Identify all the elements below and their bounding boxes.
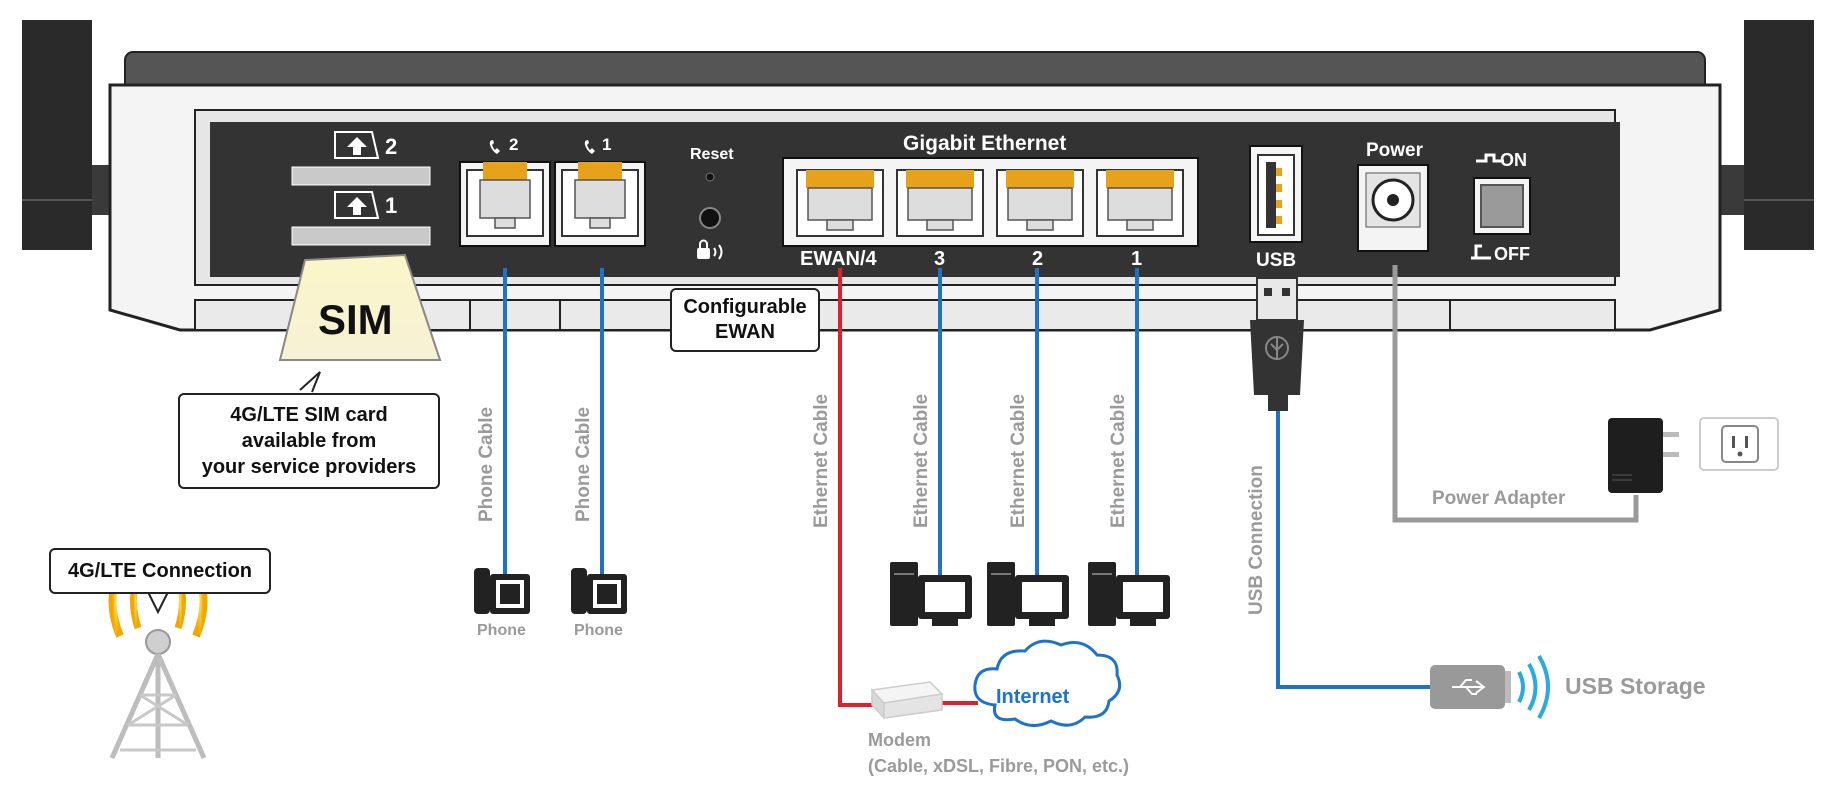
- right-antenna: [1714, 20, 1814, 250]
- sim-callout-line-2: available from: [241, 430, 377, 452]
- reset-button[interactable]: [699, 172, 721, 229]
- sim-slot-2-label: 2: [385, 134, 398, 159]
- reset-label: Reset: [690, 146, 734, 163]
- internet-label: Internet: [996, 686, 1070, 708]
- ewan-callout-line-1: Configurable: [683, 296, 807, 318]
- sim-card-label: SIM: [318, 296, 393, 343]
- left-antenna: [22, 20, 122, 250]
- ethernet-port-ewan-label: EWAN/4: [800, 248, 877, 270]
- ethernet-cable-label-1: Ethernet Cable: [1108, 393, 1129, 528]
- ewan-callout: Configurable EWAN: [670, 288, 820, 352]
- usb-storage-icon: [1430, 654, 1550, 720]
- power-jack[interactable]: [1357, 164, 1429, 252]
- usb-port[interactable]: [1249, 145, 1303, 243]
- wan-cable-line: [838, 268, 875, 707]
- ethernet-title: Gigabit Ethernet: [903, 132, 1067, 155]
- ethernet-cable-label-wan: Ethernet Cable: [811, 393, 832, 528]
- pc-icon-3: [890, 562, 972, 626]
- power-label: Power: [1366, 140, 1424, 161]
- power-adapter-icon: [1608, 418, 1679, 493]
- power-switch[interactable]: [1471, 153, 1531, 260]
- ethernet-port-1-label: 1: [1131, 248, 1143, 270]
- internet-cloud-icon: [973, 639, 1122, 727]
- phone-label-2: Phone: [477, 622, 526, 639]
- ewan-callout-line-2: EWAN: [715, 321, 775, 343]
- sim-slot-1-label: 1: [385, 193, 398, 218]
- ethernet-cable-label-2: Ethernet Cable: [1008, 393, 1029, 528]
- modem-types-label: (Cable, xDSL, Fibre, PON, etc.): [868, 756, 1130, 776]
- modem-label: Modem: [868, 730, 931, 750]
- sim-callout: 4G/LTE SIM card available from your serv…: [178, 393, 440, 489]
- phone-port-2[interactable]: [459, 140, 551, 247]
- phone-port-2-label: 2: [509, 135, 519, 154]
- switch-off-label: OFF: [1494, 244, 1530, 264]
- ethernet-port-1[interactable]: [1096, 169, 1184, 237]
- phone-icon-1: [571, 568, 627, 614]
- lte-callout-pointer: [147, 591, 169, 615]
- lte-callout-text: 4G/LTE Connection: [67, 559, 253, 582]
- phone-cable-label-2: Phone Cable: [476, 406, 497, 522]
- switch-on-label: ON: [1500, 150, 1527, 170]
- usb-connection-label: USB Connection: [1246, 465, 1267, 615]
- pc-icon-1: [1088, 562, 1170, 626]
- usb-label: USB: [1256, 250, 1297, 271]
- sim-slot-1: [291, 191, 431, 246]
- ethernet-port-ewan[interactable]: [796, 169, 884, 237]
- usb-cable-line: [1276, 410, 1430, 689]
- ethernet-cable-label-3: Ethernet Cable: [911, 393, 932, 528]
- wall-outlet-icon: [1699, 417, 1779, 471]
- sim-card: [278, 253, 442, 361]
- phone-port-1-label: 1: [602, 135, 612, 154]
- wps-lock-icon: [697, 239, 723, 260]
- phone-port-1[interactable]: [554, 140, 646, 247]
- modem-icon: [870, 681, 944, 720]
- sim-callout-pointer: [299, 371, 321, 393]
- usb-plug-icon: [1250, 277, 1304, 411]
- ethernet-port-2-label: 2: [1032, 248, 1044, 270]
- sim-callout-line-3: your service providers: [201, 456, 417, 478]
- lte-callout: 4G/LTE Connection: [49, 548, 271, 594]
- usb-storage-label: USB Storage: [1565, 673, 1706, 699]
- ethernet-port-3-label: 3: [934, 248, 946, 270]
- ethernet-port-3[interactable]: [896, 169, 984, 237]
- power-cable-line: [1392, 265, 1639, 523]
- phone-cable-label-1: Phone Cable: [573, 406, 594, 522]
- ethernet-port-2[interactable]: [996, 169, 1084, 237]
- phone-label-1: Phone: [574, 622, 623, 639]
- pc-icon-2: [987, 562, 1069, 626]
- power-adapter-label: Power Adapter: [1432, 488, 1566, 509]
- phone-icon-2: [474, 568, 530, 614]
- sim-slot-2: [291, 131, 431, 186]
- sim-callout-line-1: 4G/LTE SIM card: [230, 404, 388, 426]
